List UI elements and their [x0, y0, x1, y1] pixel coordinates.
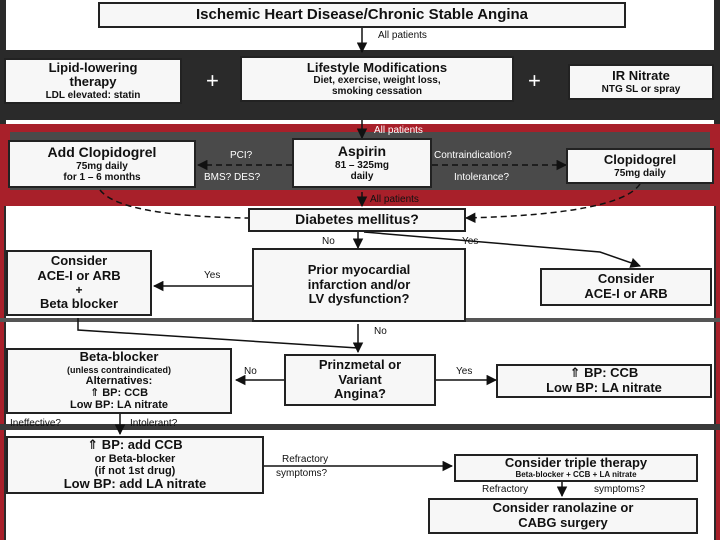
clopidogrel-add-line1: Add Clopidogrel [47, 143, 157, 160]
lifestyle-box: Lifestyle Modifications Diet, exercise, … [240, 56, 514, 102]
label-pci: PCI? [230, 150, 253, 161]
acei-bb-box: Consider ACE-I or ARB + Beta blocker [6, 250, 152, 316]
aspirin-line2: 81 – 325mg [335, 159, 389, 171]
prinzmetal-box: Prinzmetal or Variant Angina? [284, 354, 436, 406]
beta-blocker-line4: ⇑ BP: CCB [89, 387, 149, 400]
label-ineffective: Ineffective? [10, 418, 61, 429]
beta-blocker-line1: Beta-blocker [79, 349, 159, 365]
acei-bb-line3: + [75, 282, 83, 297]
clopidogrel-line1: Clopidogrel [603, 152, 677, 168]
label-yes-1: Yes [462, 236, 479, 247]
acei-bb-line1: Consider [50, 253, 108, 269]
lifestyle-line3: smoking cessation [331, 86, 423, 98]
clopidogrel-add-line3: for 1 – 6 months [63, 171, 141, 183]
lifestyle-line2: Diet, exercise, weight loss, [313, 75, 441, 87]
label-no-1: No [322, 236, 335, 247]
diabetes-box: Diabetes mellitus? [248, 208, 466, 232]
label-refractory-2b: symptoms? [594, 484, 646, 495]
label-all-patients-1: All patients [378, 30, 427, 41]
prior-mi-line3: LV dysfunction? [308, 291, 410, 307]
triple-box: Consider triple therapy Beta-blocker + C… [454, 454, 698, 482]
acei-box: Consider ACE-I or ARB [540, 268, 712, 306]
prior-mi-line1: Prior myocardial [307, 262, 411, 278]
clopidogrel-add-line2: 75mg daily [76, 160, 128, 172]
prior-mi-box: Prior myocardial infarction and/or LV dy… [252, 248, 466, 322]
ranolazine-box: Consider ranolazine or CABG surgery [428, 498, 698, 534]
title-text: Ischemic Heart Disease/Chronic Stable An… [195, 5, 529, 23]
label-refractory-2: Refractory [482, 484, 529, 495]
lipid-box: Lipid-lowering therapy LDL elevated: sta… [4, 58, 182, 104]
label-no-3: No [244, 366, 257, 377]
plus-sign-2: + [528, 68, 541, 93]
aspirin-box: Aspirin 81 – 325mg daily [292, 138, 432, 188]
label-bms-des: BMS? DES? [204, 172, 261, 183]
prior-mi-line2: infarction and/or [307, 276, 411, 292]
band-lower-dark [0, 424, 720, 430]
clopidogrel-line2: 75mg daily [614, 167, 666, 179]
lipid-line3: LDL elevated: statin [45, 89, 141, 101]
lipid-line1: Lipid-lowering [48, 59, 138, 75]
label-no-2: No [374, 326, 387, 337]
prinzmetal-line2: Variant [338, 371, 382, 387]
ccb-line2: Low BP: LA nitrate [546, 380, 662, 395]
title-box: Ischemic Heart Disease/Chronic Stable An… [98, 2, 626, 28]
band-left-red [0, 206, 4, 540]
diabetes-line1: Diabetes mellitus? [295, 211, 419, 228]
ir-nitrate-box: IR Nitrate NTG SL or spray [568, 64, 714, 100]
prinzmetal-line3: Angina? [334, 386, 386, 402]
add-ccb-line4: Low BP: add LA nitrate [63, 476, 207, 492]
acei-bb-line4: Beta blocker [39, 295, 119, 311]
add-ccb-box: ⇑ BP: add CCB or Beta-blocker (if not 1s… [6, 436, 264, 494]
clopidogrel-box: Clopidogrel 75mg daily [566, 148, 714, 184]
beta-blocker-line3: Alternatives: [85, 374, 153, 387]
beta-blocker-line2: (unless contraindicated) [66, 364, 172, 375]
aspirin-line1: Aspirin [337, 142, 387, 159]
label-refractory-1: Refractory [282, 454, 329, 465]
acei-line2: ACE-I or ARB [584, 286, 668, 301]
band-right-red [716, 206, 720, 540]
acei-line1: Consider [597, 271, 655, 287]
lipid-line2: therapy [69, 74, 117, 90]
add-ccb-line2: or Beta-blocker [94, 452, 176, 465]
prinzmetal-line1: Prinzmetal or [318, 357, 402, 373]
clopidogrel-add-box: Add Clopidogrel 75mg daily for 1 – 6 mon… [8, 140, 196, 188]
triple-line2: Beta-blocker + CCB + LA nitrate [515, 469, 637, 479]
ir-nitrate-line2: NTG SL or spray [601, 83, 681, 95]
ranolazine-line2: CABG surgery [518, 515, 608, 530]
beta-blocker-box: Beta-blocker (unless contraindicated) Al… [6, 348, 232, 414]
label-yes-3: Yes [456, 366, 473, 377]
ccb-box: ⇑ BP: CCB Low BP: LA nitrate [496, 364, 712, 398]
aspirin-line3: daily [350, 170, 374, 182]
beta-blocker-line5: Low BP: LA nitrate [70, 399, 168, 412]
add-ccb-line1: ⇑ BP: add CCB [87, 437, 183, 453]
lifestyle-line1: Lifestyle Modifications [306, 59, 448, 75]
label-all-patients-2: All patients [374, 125, 423, 136]
plus-sign-1: + [206, 68, 219, 93]
acei-bb-line2: ACE-I or ARB [37, 268, 121, 283]
triple-line1: Consider triple therapy [504, 455, 648, 471]
label-contraindication: Contraindication? [434, 150, 512, 161]
label-all-patients-3: All patients [370, 194, 419, 205]
label-yes-2: Yes [204, 270, 221, 281]
add-ccb-line3: (if not 1st drug) [94, 465, 176, 477]
label-intolerant: Intolerant? [130, 418, 178, 429]
ccb-line1: ⇑ BP: CCB [569, 365, 639, 381]
ranolazine-line1: Consider ranolazine or [492, 500, 634, 516]
ir-nitrate-line1: IR Nitrate [612, 68, 670, 84]
label-intolerance: Intolerance? [454, 172, 510, 183]
label-refractory-1b: symptoms? [276, 468, 328, 479]
